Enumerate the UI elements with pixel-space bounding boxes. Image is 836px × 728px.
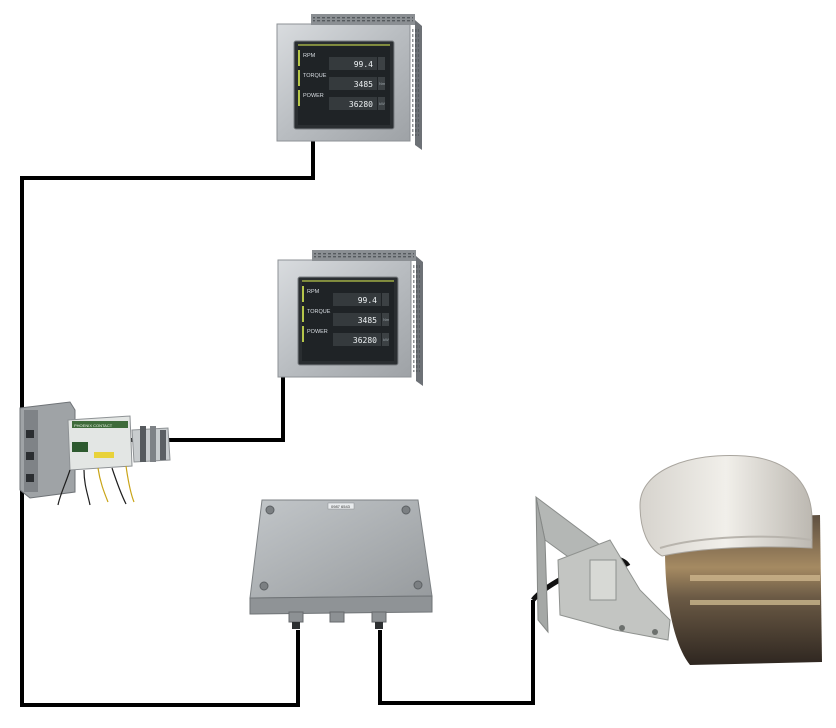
row-unit: kW	[379, 101, 385, 106]
row-value: 3485	[354, 80, 373, 89]
cable-junction-left	[20, 470, 300, 707]
din-rail-controller: PHOENIX CONTACT	[19, 401, 171, 506]
row-value: 3485	[358, 316, 377, 325]
cable-gland	[288, 611, 304, 629]
display-row: POWER 36280 kW	[298, 90, 385, 110]
row-value: 99.4	[358, 296, 377, 305]
row-unit: Nm	[383, 317, 390, 322]
display-row: POWER 36280 kW	[302, 326, 389, 346]
junction-plate: 0987 6543	[331, 504, 351, 509]
row-value: 36280	[349, 100, 373, 109]
row-label: POWER	[307, 329, 328, 335]
row-value: 36280	[353, 336, 377, 345]
cable-top-display	[20, 132, 315, 412]
row-label: TORQUE	[303, 73, 327, 79]
module-label: PHOENIX CONTACT	[74, 423, 113, 428]
cable-gland	[329, 611, 345, 623]
display-row: TORQUE 3485 Nm	[298, 70, 386, 90]
hmi-display-top: RPM 99.4 TORQUE 3485 Nm POWER 36280 kW	[276, 14, 422, 150]
cable-gland	[371, 611, 387, 629]
cable-junction-right	[378, 600, 535, 705]
junction-box: 0987 6543	[249, 499, 433, 629]
hmi-display-middle: RPM 99.4 TORQUE 3485 Nm POWER 36280 kW	[277, 250, 423, 386]
display-row: TORQUE 3485 Nm	[302, 306, 390, 326]
display-row: RPM 99.4	[298, 50, 385, 70]
row-label: RPM	[307, 289, 320, 295]
display-row: RPM 99.4	[302, 286, 389, 306]
shaft	[665, 515, 822, 665]
shaft-sensor-assembly	[535, 454, 822, 665]
row-label: RPM	[303, 53, 316, 59]
row-unit: kW	[383, 337, 389, 342]
row-label: TORQUE	[307, 309, 331, 315]
rotor-collar	[639, 454, 813, 557]
row-unit: Nm	[379, 81, 386, 86]
row-value: 99.4	[354, 60, 373, 69]
row-label: POWER	[303, 93, 324, 99]
